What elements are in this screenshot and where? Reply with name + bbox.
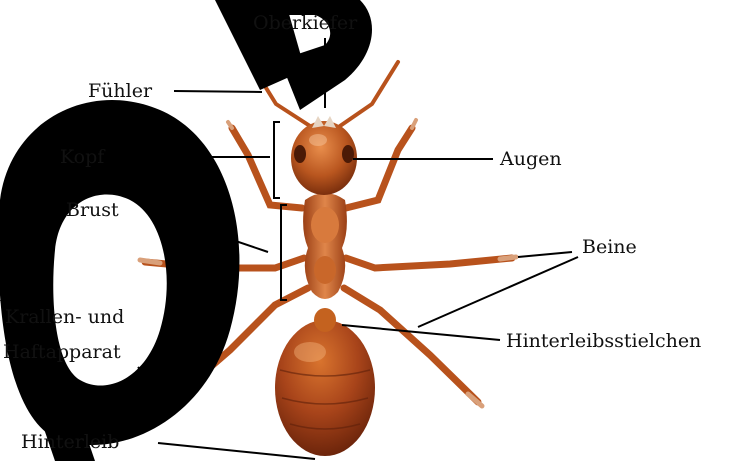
- label-beine: Beine: [582, 236, 637, 258]
- bracket-kopf: [274, 122, 280, 198]
- line-hinterleibsstielchen: [342, 325, 500, 340]
- label-krallen: Krallen- und: [5, 306, 124, 328]
- label-fuehler: Fühler: [88, 80, 153, 102]
- label-hinterleib: Hinterleib: [21, 431, 119, 453]
- line-beine-1: [518, 252, 572, 257]
- label-augen: Augen: [499, 148, 562, 170]
- label-haftapparat: Haftapparat: [3, 341, 121, 363]
- bracket-brust: [281, 205, 287, 300]
- ant-body: [275, 116, 375, 456]
- label-brust: Brust: [66, 199, 119, 221]
- label-kopf: Kopf: [60, 146, 106, 168]
- label-oberkiefer: Oberkiefer: [253, 12, 358, 34]
- brackets: [274, 122, 287, 300]
- line-hinterleib: [158, 443, 315, 459]
- label-hinterleibsstielchen: Hinterleibsstielchen: [506, 330, 701, 352]
- line-fuehler: [174, 91, 262, 92]
